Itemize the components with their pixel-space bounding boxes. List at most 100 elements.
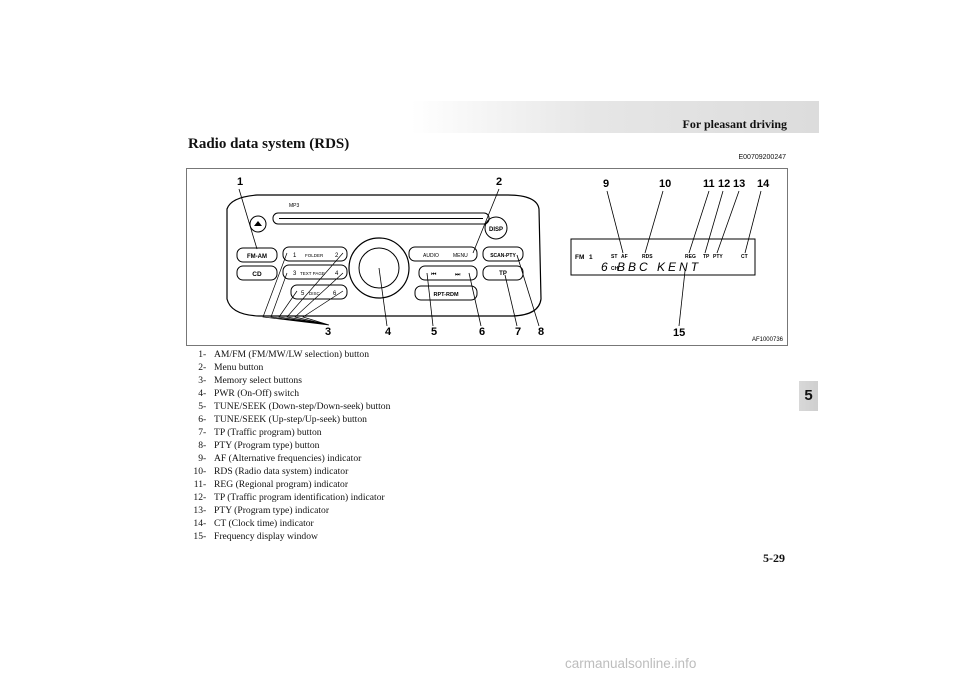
callout-1: 1 (237, 176, 243, 188)
legend-item: 7-TP (Traffic program) button (188, 426, 390, 439)
disp-button[interactable] (484, 216, 508, 240)
callout-13: 13 (733, 178, 745, 190)
callout-10: 10 (659, 178, 671, 190)
legend-item: 5-TUNE/SEEK (Down-step/Down-seek) button (188, 400, 390, 413)
legend-number: 12 (193, 492, 203, 503)
legend-item: 15-Frequency display window (188, 530, 390, 543)
watermark: carmanualsonline.info (565, 656, 697, 671)
audio-menu-button[interactable] (408, 246, 478, 262)
legend-item: 13-PTY (Program type) indicator (188, 504, 390, 517)
legend-number: 13 (193, 505, 203, 516)
eject-icon (254, 221, 262, 226)
seek-up-icon: ⏭ (455, 272, 461, 278)
callout-8: 8 (538, 326, 544, 338)
cd-button[interactable] (236, 265, 278, 281)
rpt-rdm-button[interactable] (414, 285, 478, 301)
leader-2 (472, 188, 500, 254)
callout-14: 14 (757, 178, 770, 190)
page-title: Radio data system (RDS) (188, 136, 350, 152)
seek-down-icon: ⏮ (431, 272, 437, 278)
leader-1 (238, 188, 258, 250)
cd-label: CD (252, 271, 262, 278)
legend-item: 9-AF (Alternative frequencies) indicator (188, 452, 390, 465)
legend-text: Frequency display window (214, 531, 318, 542)
display-tp: TP (703, 254, 710, 260)
legend-number: 14 (193, 518, 203, 529)
callout-9: 9 (603, 178, 609, 190)
pwr-knob[interactable] (358, 247, 400, 289)
preset-5-6-button[interactable] (290, 284, 348, 300)
section-header: For pleasant driving (682, 117, 787, 131)
preset-4-label: 4 (335, 271, 339, 277)
legend-item: 12-TP (Traffic program identification) i… (188, 491, 390, 504)
legend-number: 1 (198, 349, 203, 360)
preset-1-label: 1 (293, 253, 297, 259)
display-af: AF (621, 254, 628, 260)
scan-pty-label: SCAN-PTY (490, 253, 516, 259)
fm-am-label: FM-AM (247, 254, 267, 260)
eject-button[interactable] (249, 215, 267, 233)
legend-text: TP (Traffic program) button (214, 427, 322, 438)
legend-text: TUNE/SEEK (Up-step/Up-seek) button (214, 414, 367, 425)
scan-pty-button[interactable] (482, 246, 524, 262)
legend-text: Memory select buttons (214, 375, 302, 386)
legend-item: 4-PWR (On-Off) switch (188, 387, 390, 400)
legend-text: Menu button (214, 362, 264, 373)
preset-6-label: 6 (333, 291, 337, 297)
display-rds: RDS (642, 254, 653, 260)
callout-5: 5 (431, 326, 437, 338)
legend-number: 3 (198, 375, 203, 386)
leader-8 (516, 254, 540, 327)
radio-figure: MP3 DISP FM-AM CD 1 FOLDER 2 3 TEXT PAGE… (186, 168, 788, 346)
legend-number: 2 (198, 362, 203, 373)
legend-number: 4 (198, 388, 203, 399)
display-band-num: 1 (589, 254, 593, 261)
preset-3-4-button[interactable] (282, 264, 348, 280)
legend-number: 11 (193, 479, 203, 490)
legend-item: 14-CT (Clock time) indicator (188, 517, 390, 530)
display-ct: CT (741, 254, 748, 260)
legend-item: 1-AM/FM (FM/MW/LW selection) button (188, 348, 390, 361)
leader-12 (704, 190, 724, 254)
pwr-knob-bezel (348, 237, 410, 299)
preset-2-label: 2 (335, 253, 339, 259)
display-station-text: 6 BBC KENT (601, 260, 701, 274)
leader-4 (378, 267, 388, 327)
tp-label: TP (499, 271, 507, 277)
display-band: FM (575, 254, 584, 261)
chapter-tab: 5 (799, 381, 818, 411)
leader-10 (644, 190, 664, 254)
legend-number: 9 (198, 453, 203, 464)
legend-text: TUNE/SEEK (Down-step/Down-seek) button (214, 401, 391, 412)
cd-slot (272, 212, 490, 225)
mp3-logo: MP3 (289, 203, 300, 209)
audio-label: AUDIO (423, 253, 439, 259)
legend-number: 15 (193, 531, 203, 542)
display-ch: CH (611, 266, 619, 272)
callout-12: 12 (718, 178, 730, 190)
seek-button[interactable] (418, 265, 478, 281)
legend-item: 10-RDS (Radio data system) indicator (188, 465, 390, 478)
legend-text: PTY (Program type) indicator (214, 505, 330, 516)
legend-list: 1-AM/FM (FM/MW/LW selection) button 2-Me… (188, 348, 390, 543)
legend-item: 3-Memory select buttons (188, 374, 390, 387)
legend-number: 8 (198, 440, 203, 451)
rpt-rdm-label: RPT-RDM (433, 292, 458, 298)
callout-15: 15 (673, 327, 685, 339)
text-page-label: TEXT PAGE (300, 271, 325, 276)
display-st: ST (611, 254, 617, 260)
menu-label: MENU (453, 253, 468, 259)
leader-13 (716, 190, 740, 254)
legend-text: CT (Clock time) indicator (214, 518, 314, 529)
legend-text: RDS (Radio data system) indicator (214, 466, 349, 477)
callout-6: 6 (479, 326, 485, 338)
chapter-tab-number: 5 (804, 387, 813, 404)
preset-1-2-button[interactable] (282, 246, 348, 262)
legend-number: 6 (198, 414, 203, 425)
legend-item: 11-REG (Regional program) indicator (188, 478, 390, 491)
legend-item: 8-PTY (Program type) button (188, 439, 390, 452)
leader-5 (426, 272, 434, 327)
leader-14 (744, 190, 762, 254)
tp-button[interactable] (482, 265, 524, 281)
leader-15 (678, 270, 686, 327)
